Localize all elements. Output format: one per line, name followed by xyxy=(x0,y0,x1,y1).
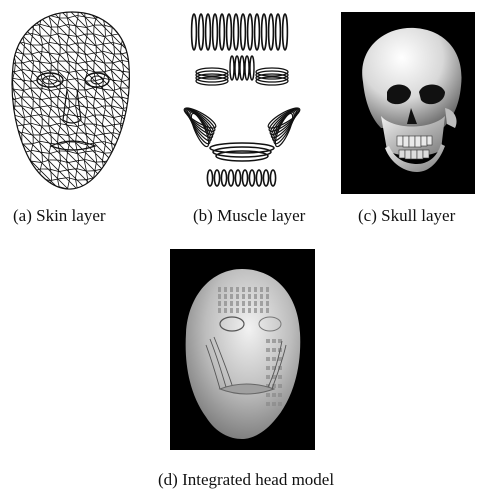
caption-skin-layer: (a) Skin layer xyxy=(13,206,106,226)
skull-layer-panel xyxy=(341,12,475,194)
skin-layer-panel xyxy=(5,8,140,194)
caption-integrated-head: (d) Integrated head model xyxy=(158,470,334,490)
muscle-layer-panel xyxy=(172,10,312,190)
skull-render-image xyxy=(341,12,475,194)
skin-wireframe-image xyxy=(5,8,140,194)
integrated-head-panel xyxy=(170,249,315,450)
caption-muscle-layer: (b) Muscle layer xyxy=(193,206,305,226)
integrated-head-image xyxy=(170,249,315,450)
muscle-layer-image xyxy=(172,10,312,190)
caption-skull-layer: (c) Skull layer xyxy=(358,206,455,226)
